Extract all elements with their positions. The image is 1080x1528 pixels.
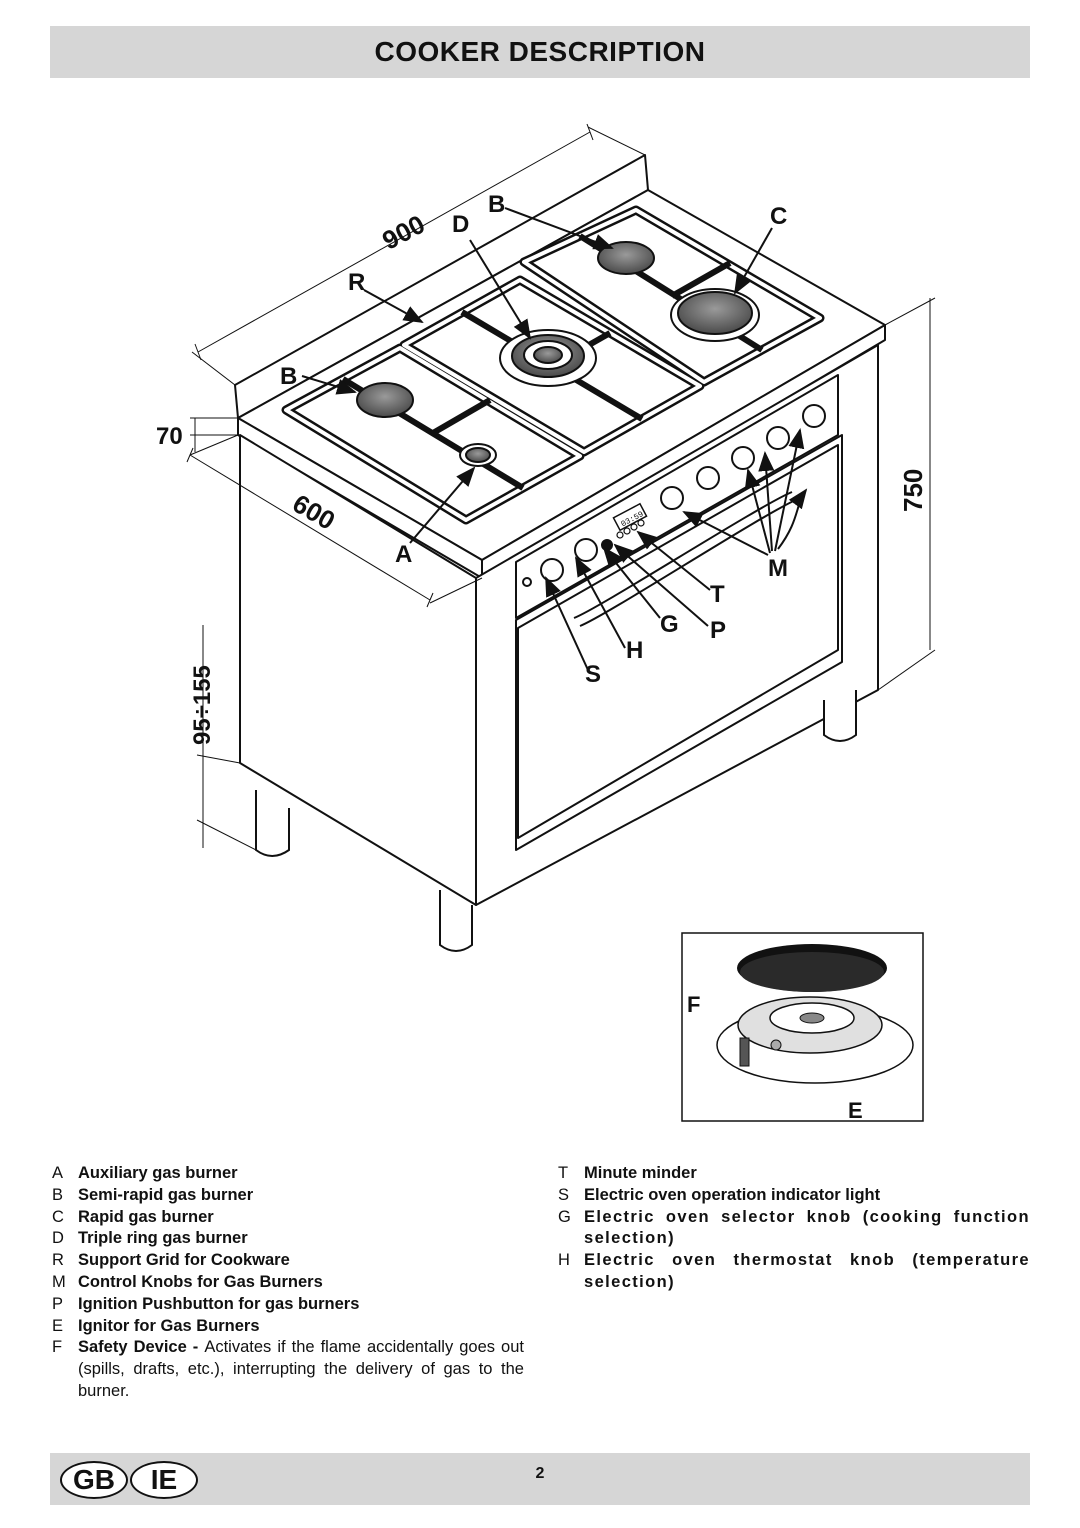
legend-code: D [52,1229,64,1248]
legend-text: Electric oven thermostat knob (temperatu… [584,1251,1030,1291]
callout-label-m: M [768,555,788,582]
legend-item: E Ignitor for Gas Burners [52,1316,524,1338]
legend-text: Electric oven selector knob (cooking fun… [584,1207,1030,1248]
legend-item: R Support Grid for Cookware [52,1250,524,1272]
burners [356,241,760,467]
legend-text: Electric oven operation indicator light [584,1185,881,1204]
legend-text: Ignition Pushbutton for gas burners [78,1294,360,1313]
legend-code: S [558,1185,570,1204]
legend-text: Control Knobs for Gas Burners [78,1272,323,1291]
legend-text: Semi-rapid gas burner [78,1185,254,1204]
page-title: COOKER DESCRIPTION [374,36,706,67]
legend-code: T [558,1164,569,1182]
dimension-height: 750 [898,469,928,512]
legend-item: C Rapid gas burner [52,1207,524,1229]
legend-text: Triple ring gas burner [78,1229,248,1248]
legend-item: B Semi-rapid gas burner [52,1185,524,1207]
legend-text: Safety Device - Activates if the flame a… [78,1337,524,1402]
legend-item: P Ignition Pushbutton for gas burners [52,1294,524,1316]
legend-item: T Minute minder [558,1163,1030,1185]
callout-labels: B C D R B A M T G P H S [280,191,788,688]
cooker-diagram: 03:59 [156,123,936,1123]
legend-code: P [52,1294,64,1313]
callout-label-a: A [395,541,412,568]
dimension-lines [186,123,936,851]
title-bar: COOKER DESCRIPTION [50,26,1030,78]
legend-item: D Triple ring gas burner [52,1228,524,1250]
legend-item: A Auxiliary gas burner [52,1163,524,1185]
country-badge-gb: GB [60,1461,128,1499]
legend-code: M [52,1272,66,1291]
legend-code: H [558,1251,570,1270]
legend-item: H Electric oven thermostat knob (temperat… [558,1250,1030,1294]
callout-label-f: F [687,992,700,1017]
callout-label-d: D [452,211,469,238]
legend-text: Ignitor for Gas Burners [78,1316,260,1335]
callout-label-b-top: B [488,191,505,218]
legend-code: C [52,1207,64,1226]
legend-code: E [52,1316,64,1335]
country-badge-ie: IE [130,1461,198,1499]
legend-text: Rapid gas burner [78,1207,214,1226]
legend-text: Auxiliary gas burner [78,1164,238,1182]
callout-label-s: S [585,661,601,688]
footer-bar: GB IE 2 [50,1453,1030,1505]
oven-handle [573,491,799,627]
legend-left: A Auxiliary gas burner B Semi-rapid gas bu… [52,1163,524,1403]
minute-minder: 03:59 [612,502,648,539]
hob-grid-inner [284,208,822,522]
legend-text: Support Grid for Cookware [78,1251,290,1270]
legend-code: A [52,1164,64,1182]
legend-text: Minute minder [584,1164,697,1182]
legend-item: G Electric oven selector knob (cooking fu… [558,1207,1030,1251]
callout-label-r: R [348,269,365,296]
callout-label-h: H [626,637,643,664]
dimension-top-height: 70 [156,423,183,450]
legend-text-title: Safety Device - [78,1338,205,1357]
legend-code: R [52,1251,64,1270]
legend-code: B [52,1185,64,1204]
legend-item: F Safety Device - Activates if the flame … [52,1337,524,1402]
dimension-feet: 95÷155 [189,665,216,745]
callout-label-g: G [660,611,679,638]
cooker-body [234,154,886,906]
dimension-width: 900 [377,209,429,256]
callout-label-c: C [770,203,787,230]
legend-item: M Control Knobs for Gas Burners [52,1272,524,1294]
legend-right: T Minute minder S Electric oven operation … [558,1163,1030,1294]
callout-label-e: E [848,1098,863,1123]
cooker-feet [255,690,857,952]
legend-item: S Electric oven operation indicator light [558,1185,1030,1207]
burner-detail-inset: F E [681,932,924,1123]
callout-label-p: P [710,617,726,644]
callout-label-b-left: B [280,363,297,390]
page-number: 2 [535,1465,545,1482]
legend-text-desc: Activates if the flame accidentally goes… [78,1338,524,1400]
legend-code: F [52,1338,63,1357]
callout-label-t: T [710,581,725,608]
legend-code: G [558,1207,571,1226]
